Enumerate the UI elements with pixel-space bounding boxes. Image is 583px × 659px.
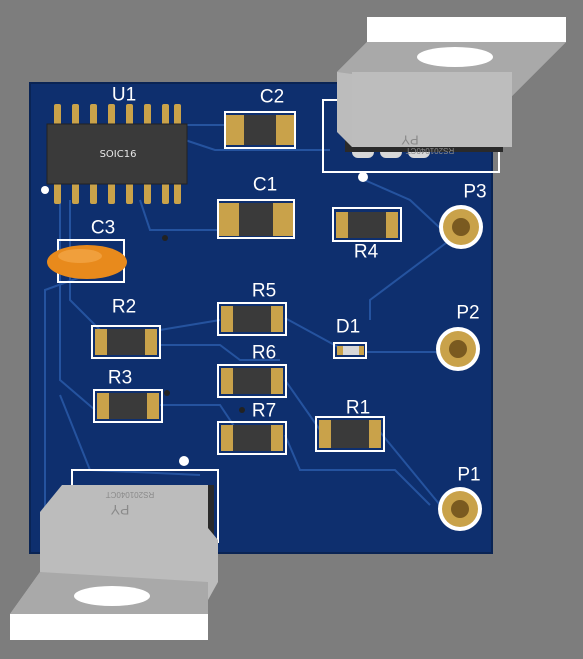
diode-d1[interactable] (333, 342, 367, 359)
regulator-top-brand: PY (401, 132, 419, 148)
label-p3: P3 (463, 181, 487, 203)
label-c3: C3 (90, 217, 116, 239)
resistor-r6[interactable] (217, 364, 287, 398)
resistor-r5[interactable] (217, 302, 287, 336)
resistor-r4[interactable] (332, 207, 402, 242)
regulator-bottom-brand: PY (110, 502, 130, 518)
pad-p1[interactable] (438, 487, 482, 531)
ic-u1[interactable] (41, 104, 188, 204)
label-u1: U1 (111, 84, 137, 106)
resistor-r2[interactable] (91, 325, 161, 359)
regulator-bottom[interactable] (10, 456, 219, 640)
label-r1: R1 (345, 397, 371, 419)
pad-p2[interactable] (436, 327, 480, 371)
regulator-bottom-part: RS201040CT (105, 490, 155, 499)
resistor-r7[interactable] (217, 421, 287, 455)
label-c1: C1 (252, 174, 278, 196)
label-r2: R2 (111, 296, 137, 318)
label-u1-package: SOIC16 (99, 149, 137, 160)
label-r5: R5 (251, 280, 277, 302)
label-c2: C2 (259, 86, 285, 108)
regulator-top[interactable] (322, 17, 566, 182)
capacitor-c2[interactable] (224, 111, 296, 149)
capacitor-c1[interactable] (217, 199, 295, 239)
traces (44, 124, 451, 530)
label-r6: R6 (251, 342, 277, 364)
label-p2: P2 (456, 302, 480, 324)
regulator-top-part: RS201040CT (405, 146, 455, 155)
label-r3: R3 (107, 367, 133, 389)
resistor-r1[interactable] (315, 416, 385, 452)
label-p1: P1 (457, 464, 481, 486)
label-d1: D1 (335, 316, 361, 338)
pad-p3[interactable] (439, 205, 483, 249)
capacitor-c3[interactable] (47, 239, 127, 283)
label-r4: R4 (353, 241, 379, 263)
resistor-r3[interactable] (93, 389, 163, 423)
label-r7: R7 (251, 400, 277, 422)
